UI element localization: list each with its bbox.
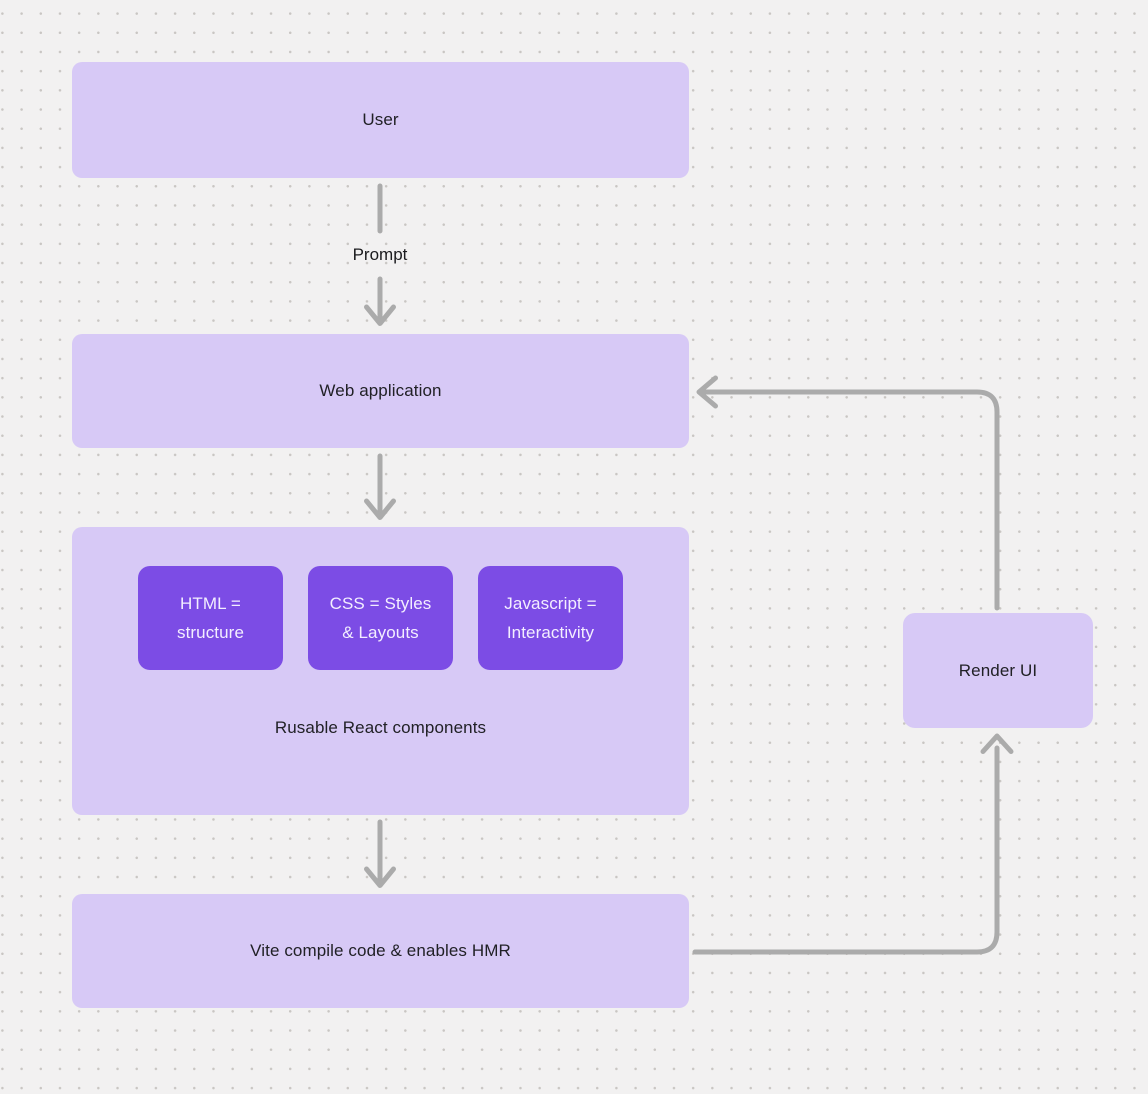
chip-row: HTML = structure CSS = Styles & Layouts … [138,566,623,670]
connector-vite-to-renderui [692,745,1000,955]
arrowhead-up-icon [980,733,1014,754]
arrowhead-down-icon [364,498,396,520]
node-web-application[interactable]: Web application [72,334,689,448]
node-user-label: User [362,110,399,129]
chip-css-line2: & Layouts [342,623,419,642]
group-caption: Rusable React components [274,718,487,737]
node-render-ui[interactable]: Render UI [903,613,1093,728]
node-web-application-label: Web application [319,381,442,400]
chip-javascript-line1: Javascript = [504,594,597,613]
node-vite-label: Vite compile code & enables HMR [250,941,511,960]
arrowhead-down-icon [364,304,396,326]
node-user[interactable]: User [72,62,689,178]
chip-html[interactable]: HTML = structure [138,566,283,670]
node-components-group[interactable]: HTML = structure CSS = Styles & Layouts … [72,527,689,815]
node-vite[interactable]: Vite compile code & enables HMR [72,894,689,1008]
chip-css[interactable]: CSS = Styles & Layouts [308,566,453,670]
arrowhead-down-icon [364,866,396,888]
arrowhead-left-icon [696,375,718,409]
chip-javascript[interactable]: Javascript = Interactivity [478,566,623,670]
chip-css-line1: CSS = Styles [329,594,432,613]
chip-html-line1: HTML = [180,594,241,613]
chip-html-line2: structure [176,623,245,642]
chip-javascript-line2: Interactivity [506,623,595,642]
edge-label-prompt: Prompt [352,245,408,264]
node-render-ui-label: Render UI [958,660,1038,680]
connector-renderui-to-webapp [699,389,1000,611]
